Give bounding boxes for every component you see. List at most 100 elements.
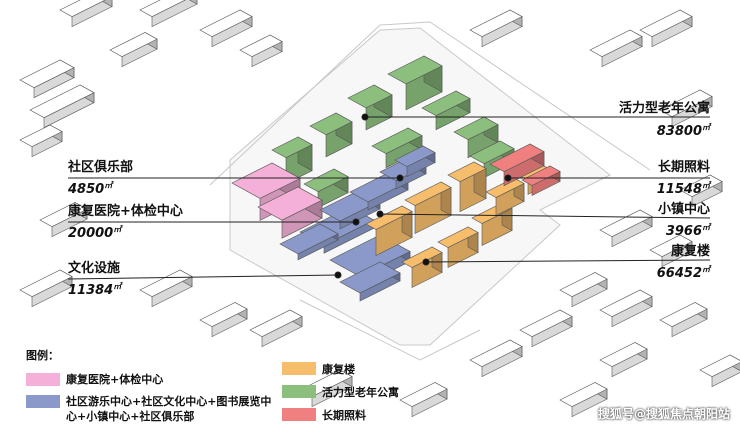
leader-dot-longterm bbox=[504, 174, 512, 182]
label-culture-name: 文化设施 bbox=[68, 261, 121, 276]
label-senior-area-value: 83800 bbox=[656, 124, 702, 139]
rehab-building-0-top bbox=[365, 205, 413, 230]
label-rehab-area: 66452㎡ bbox=[657, 262, 710, 282]
label-senior-area: 83800㎡ bbox=[657, 120, 710, 140]
label-club-area-value: 4850 bbox=[68, 182, 105, 197]
context-building-18-top bbox=[39, 202, 88, 227]
legend-label-senior: 活力型老年公寓 bbox=[322, 386, 399, 399]
label-hospital-name: 康复医院+体检中心 bbox=[68, 204, 183, 219]
leader-dot-hospital bbox=[352, 218, 360, 226]
label-town-area: 3966㎡ bbox=[666, 220, 710, 240]
legend-label-rehab: 康复楼 bbox=[322, 363, 355, 376]
context-building-15-top bbox=[469, 339, 523, 367]
senior-apartment-3-top bbox=[271, 136, 313, 159]
label-senior-name: 活力型老年公寓 bbox=[618, 101, 710, 116]
legend-label-community: 社区游乐中心+社区文化中心+图书展览中心+小镇中心+社区俱乐部 bbox=[66, 395, 272, 423]
label-hospital-area-value: 20000 bbox=[68, 226, 114, 241]
rehab-building-2-top bbox=[447, 161, 487, 182]
context-building-12-top bbox=[559, 272, 608, 297]
context-building-22-top bbox=[249, 309, 303, 337]
leader-dot-rehab bbox=[422, 258, 430, 266]
leader-line-culture bbox=[67, 274, 339, 280]
watermark: 搜狐号@搜狐焦点朝阳站 bbox=[597, 407, 730, 421]
leader-dot-club bbox=[396, 174, 404, 182]
community-center-6-top bbox=[394, 145, 436, 167]
label-culture-area: 11384㎡ bbox=[68, 279, 121, 299]
legend-swatch-hospital bbox=[26, 373, 60, 386]
community-center-1-top bbox=[279, 223, 339, 255]
community-center-7-top bbox=[339, 261, 401, 294]
context-building-20-top bbox=[139, 269, 193, 297]
senior-apartment-1-top bbox=[347, 84, 393, 109]
context-building-25-top bbox=[559, 382, 608, 407]
legend-swatch-longterm bbox=[282, 408, 316, 421]
context-building-19-top bbox=[19, 269, 73, 297]
context-building-29-top bbox=[469, 9, 523, 37]
label-rehab-area-unit: ㎡ bbox=[702, 265, 710, 274]
rehab-building-3-top bbox=[401, 246, 443, 268]
label-culture-area-unit: ㎡ bbox=[113, 282, 122, 291]
context-building-2-top bbox=[19, 124, 63, 147]
context-building-8-top bbox=[639, 9, 693, 37]
context-building-3-top bbox=[59, 0, 106, 17]
label-town-area-value: 3966 bbox=[665, 224, 702, 239]
context-building-24-top bbox=[399, 382, 448, 407]
label-longterm-area: 11548㎡ bbox=[657, 178, 710, 198]
label-longterm-area-unit: ㎡ bbox=[702, 181, 710, 190]
legend-label-longterm: 长期照料 bbox=[322, 409, 366, 422]
leader-line-rehab bbox=[425, 259, 711, 263]
legend-swatch-rehab bbox=[282, 362, 316, 375]
context-building-28-top bbox=[109, 32, 158, 57]
label-club-name: 社区俱乐部 bbox=[68, 160, 134, 175]
senior-apartment-5-top bbox=[371, 127, 423, 155]
context-building-4-side bbox=[188, 0, 198, 5]
senior-apartment-0-top bbox=[387, 55, 443, 85]
label-rehab-name: 康复楼 bbox=[670, 244, 710, 259]
senior-apartment-4-top bbox=[421, 90, 471, 117]
context-building-26-top bbox=[679, 174, 723, 197]
context-building-14-top bbox=[519, 309, 573, 337]
context-building-1-top bbox=[29, 84, 95, 119]
senior-apartment-2-top bbox=[309, 112, 353, 136]
context-building-6-top bbox=[239, 34, 283, 57]
context-building-4-top bbox=[139, 0, 186, 17]
label-town-name: 小镇中心 bbox=[657, 202, 710, 217]
label-hospital-area: 20000㎡ bbox=[68, 222, 121, 242]
leader-line-town bbox=[379, 213, 711, 219]
context-building-13-top bbox=[599, 289, 653, 317]
longterm-care-a-top bbox=[489, 143, 545, 173]
label-culture-area-value: 11384 bbox=[68, 283, 114, 298]
context-building-4-front bbox=[151, 0, 198, 28]
context-building-27-top bbox=[699, 354, 740, 377]
hospital-block-b-top bbox=[257, 186, 323, 221]
legend-label-hospital: 康复医院+体检中心 bbox=[66, 373, 164, 386]
context-building-0-top bbox=[19, 59, 75, 89]
context-building-5-top bbox=[199, 9, 253, 37]
context-building-11-top bbox=[649, 234, 693, 257]
label-rehab-area-value: 66452 bbox=[656, 266, 702, 281]
legend-title: 图例： bbox=[26, 349, 59, 362]
label-longterm-name: 长期照料 bbox=[657, 160, 710, 175]
label-hospital-area-unit: ㎡ bbox=[113, 225, 122, 234]
leader-dot-culture bbox=[334, 271, 342, 279]
senior-apartment-7-top bbox=[453, 116, 499, 141]
rehab-building-4-top bbox=[437, 226, 479, 248]
legend-swatch-community bbox=[26, 395, 60, 408]
label-club-area-unit: ㎡ bbox=[104, 181, 113, 190]
legend-swatch-senior bbox=[282, 385, 316, 398]
context-building-3-side bbox=[99, 0, 113, 8]
context-building-17-top bbox=[659, 302, 708, 327]
senior-apartment-6-top bbox=[303, 168, 349, 193]
context-building-27-front bbox=[711, 362, 740, 388]
context-building-7-top bbox=[589, 29, 643, 57]
rehab-building-1-top bbox=[404, 181, 452, 206]
label-longterm-area-value: 11548 bbox=[656, 182, 702, 197]
context-building-9-top bbox=[659, 89, 713, 117]
leader-dot-senior bbox=[361, 113, 369, 121]
senior-apartment-8-top bbox=[469, 140, 515, 165]
leader-dot-town bbox=[376, 210, 384, 218]
longterm-care-b-top bbox=[521, 165, 561, 186]
context-building-3-front bbox=[71, 0, 113, 28]
